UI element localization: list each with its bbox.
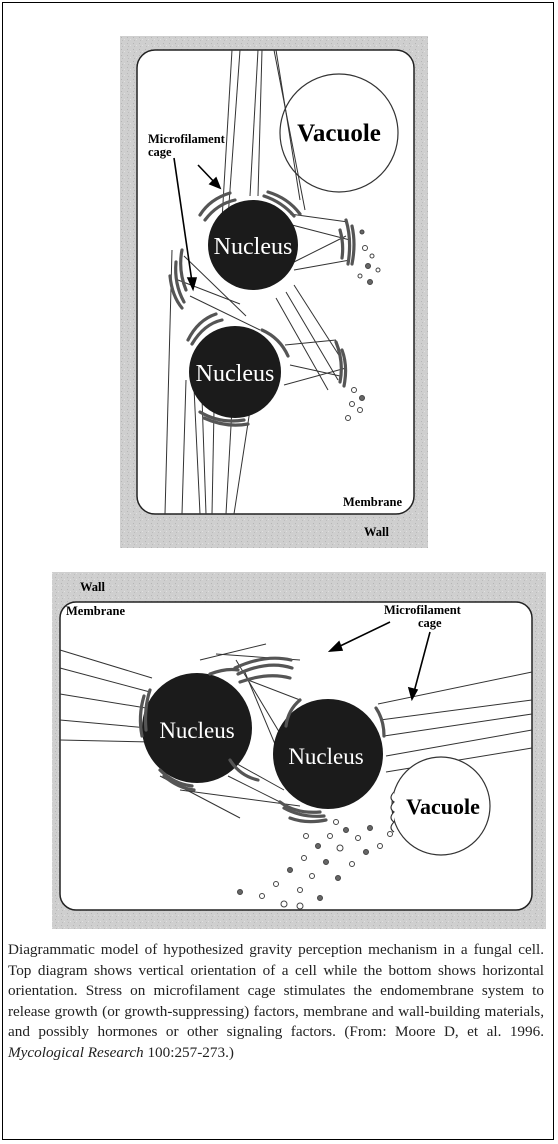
top-nucleus-upper-label: Nucleus	[214, 234, 293, 260]
bottom-vacuole-label: Vacuole	[406, 794, 480, 819]
bottom-microfilament-label-line1: Microfilament	[384, 603, 462, 617]
bottom-diagram: Nucleus Nucleus Vacuole	[52, 572, 546, 929]
top-microfilament-label-line1: Microfilament	[148, 132, 226, 146]
bottom-nucleus-right-label: Nucleus	[288, 744, 363, 769]
top-microfilament-label-line2: cage	[148, 145, 172, 159]
bottom-wall-label: Wall	[80, 580, 106, 594]
caption-text-end: 100:257-273.)	[144, 1044, 234, 1061]
bottom-nucleus-left-label: Nucleus	[159, 718, 234, 743]
figure-caption: Diagrammatic model of hypothesized gravi…	[8, 940, 544, 1063]
top-membrane-label: Membrane	[343, 495, 402, 509]
caption-journal: Mycological Research	[8, 1044, 144, 1061]
bottom-membrane-label: Membrane	[66, 604, 125, 618]
caption-text-main: Diagrammatic model of hypothesized gravi…	[8, 941, 544, 1040]
top-nucleus-lower-label: Nucleus	[196, 361, 275, 387]
top-diagram: Vacuole	[120, 36, 428, 548]
bottom-microfilament-label-line2: cage	[418, 616, 442, 630]
top-wall-label: Wall	[364, 525, 390, 539]
top-vacuole-label: Vacuole	[297, 120, 381, 147]
